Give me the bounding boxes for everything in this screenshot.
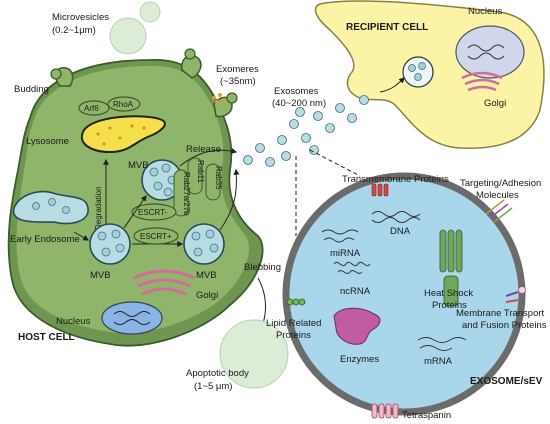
exosome-sev-title: EXOSOME/sEV xyxy=(470,376,543,387)
host-nucleus xyxy=(101,301,163,335)
heat-shock-protein-icon xyxy=(439,229,463,307)
membrane-transport-label-line1: Membrane Transport xyxy=(456,308,545,319)
degradation-label: Degradation xyxy=(94,186,103,230)
blebbing-label: Blebbing xyxy=(244,262,281,273)
host-golgi-label: Golgi xyxy=(196,290,218,301)
mvb-right-label: MVB xyxy=(196,270,217,281)
transmembrane-protein-icon xyxy=(371,183,389,197)
mvb-top-vesicles xyxy=(149,163,177,197)
zoom-line-top xyxy=(309,149,361,177)
rab35-label: Rab35 xyxy=(214,166,223,190)
exosomes-label: Exosomes xyxy=(274,86,319,97)
rab27-box-2 xyxy=(173,169,189,217)
escrt-minus-label: ESCRT- xyxy=(138,208,168,217)
arf6-badge xyxy=(78,100,110,116)
endosome-to-mvb-arrow xyxy=(73,231,90,241)
recipient-nucleus xyxy=(455,25,525,79)
membrane-transport-icon xyxy=(505,286,526,303)
exomere-particles xyxy=(212,93,226,104)
dna-icon xyxy=(371,211,421,223)
mvb-right-vesicles xyxy=(191,229,219,257)
lysosome-label: Lysosome xyxy=(26,136,69,147)
escrt-minus-badge xyxy=(131,203,177,221)
ncrna-icon xyxy=(333,261,371,274)
mvb-top-label: MVB xyxy=(128,160,149,171)
targeting-label-line2: Molecules xyxy=(476,190,519,201)
mrna-icon xyxy=(417,337,467,351)
mvb-left-vesicles xyxy=(97,229,125,257)
ncrna-label: ncRNA xyxy=(340,286,371,297)
mirna-icon xyxy=(321,229,359,243)
host-cell-title: HOST CELL xyxy=(18,332,75,343)
host-budding-protrusions xyxy=(55,54,233,118)
lipid-label-line1: Lipid Related xyxy=(266,318,321,329)
rhoa-badge xyxy=(107,96,141,112)
recipient-cell-title: RECIPIENT CELL xyxy=(346,22,428,33)
released-exosomes xyxy=(243,95,369,167)
mvb-left xyxy=(89,223,131,265)
rhoa-label: RhoA xyxy=(113,100,134,109)
recipient-endosome xyxy=(402,56,434,88)
mvb-right-release-arrow xyxy=(219,168,240,231)
enzyme-icon xyxy=(333,307,381,345)
rab11-label: Rab11 xyxy=(196,160,205,184)
recipient-golgi-icon xyxy=(461,71,503,92)
early-endosome xyxy=(13,190,89,225)
microvesicles-label: Microvesicles xyxy=(52,12,109,23)
budding-label: Budding xyxy=(14,84,49,95)
apoptotic-body xyxy=(219,319,289,389)
lipid-protein-icon xyxy=(286,298,306,306)
release-label: Release xyxy=(186,144,221,155)
host-golgi-icon xyxy=(133,269,195,296)
microvesicles-size-label: (0.2~1μm) xyxy=(52,25,96,36)
tetraspanin-label: Tetraspanin xyxy=(402,410,451,421)
recipient-endosome-exosomes xyxy=(408,62,426,81)
targeting-label-line1: Targeting/Adhesion xyxy=(460,178,541,189)
escrt-plus-label: ESCRT+ xyxy=(140,232,172,241)
mvb-left-label: MVB xyxy=(90,270,111,281)
recipient-golgi-label: Golgi xyxy=(484,98,506,109)
host-dna-icon xyxy=(113,311,151,325)
microvesicle-small xyxy=(139,1,161,23)
rab35-box xyxy=(205,163,221,201)
enzymes-label: Enzymes xyxy=(340,354,379,365)
apoptotic-body-label: Apoptotic body xyxy=(186,368,249,379)
lipid-label-line2: Proteins xyxy=(276,330,311,341)
release-arrow xyxy=(179,148,238,167)
early-endosome-label: Early Endosome xyxy=(10,234,80,245)
mirna-label: miRNA xyxy=(330,248,361,259)
uptake-arrow xyxy=(379,77,405,93)
transmembrane-label: Transmembrane Proteins xyxy=(342,174,449,185)
apoptotic-size-label: (1~5 μm) xyxy=(194,381,232,392)
budding-vesicles xyxy=(50,48,238,104)
mvb-left-to-top-arrow xyxy=(123,195,147,229)
targeting-molecule-icon xyxy=(485,199,513,223)
microvesicle-large xyxy=(109,17,147,55)
recipient-dna-icon xyxy=(467,44,505,60)
arf6-label: Arf6 xyxy=(84,104,99,113)
host-cell xyxy=(16,65,249,334)
membrane-transport-label-line2: and Fusion Proteins xyxy=(462,320,547,331)
exomeres-size-label: (~35nm) xyxy=(220,76,256,87)
exosomes-size-label: (40~200 nm) xyxy=(272,98,326,109)
host-nucleus-label: Nucleus xyxy=(56,316,91,327)
exosome-large xyxy=(282,172,526,416)
tetraspanin-icon xyxy=(371,403,399,419)
escrt-plus-badge xyxy=(133,227,179,245)
heat-shock-label-line2: Proteins xyxy=(432,300,467,311)
mrna-label: mRNA xyxy=(424,356,453,367)
mvb-right xyxy=(183,223,225,265)
rab27-label: Rab27a/27b xyxy=(182,172,191,216)
recipient-nucleus-label: Nucleus xyxy=(468,6,503,17)
dna-label: DNA xyxy=(390,226,411,237)
exomeres-label: Exomeres xyxy=(216,64,259,75)
early-endosome-cargo xyxy=(32,198,70,214)
lysosome-contents xyxy=(96,124,146,146)
heat-shock-label-line1: Heat Shock xyxy=(424,288,473,299)
